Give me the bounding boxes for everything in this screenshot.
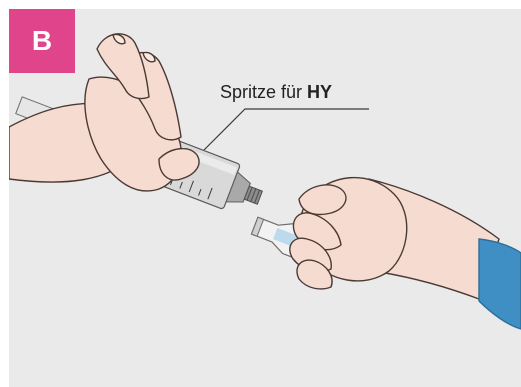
callout-leader-line [203, 109, 369, 151]
step-label: B [32, 25, 52, 57]
instruction-illustration [9, 9, 521, 387]
right-hand-icon [290, 178, 499, 299]
callout-text: Spritze für [220, 82, 307, 102]
sleeve-icon [479, 239, 521, 329]
syringe-callout: Spritze für HY [220, 82, 332, 103]
callout-bold: HY [307, 82, 332, 102]
illustration-panel: B Spritze für HY [9, 9, 521, 387]
step-badge: B [9, 9, 75, 73]
